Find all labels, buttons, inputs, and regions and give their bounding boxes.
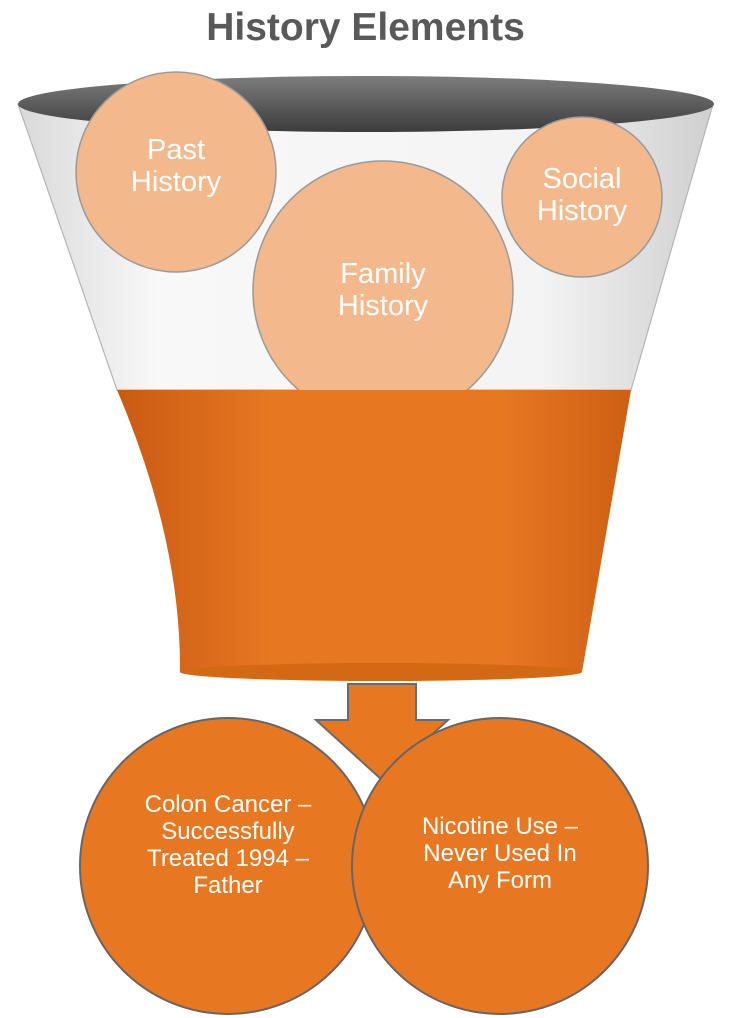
funnel-spout	[180, 663, 582, 681]
social-history-circle	[501, 116, 663, 278]
family-history-label: Family History	[337, 258, 429, 323]
diagram-title: History Elements	[206, 6, 525, 49]
past-history-label: Past History	[130, 134, 222, 199]
past-history-circle	[75, 71, 277, 273]
funnel-stem	[117, 390, 631, 672]
social-history-label: Social History	[536, 163, 628, 228]
colon-cancer-label: Colon Cancer – Successfully Treated 1994…	[144, 791, 312, 899]
nicotine-use-circle	[351, 717, 649, 1015]
nicotine-use-label: Nicotine Use – Never Used In Any Form	[421, 813, 579, 894]
